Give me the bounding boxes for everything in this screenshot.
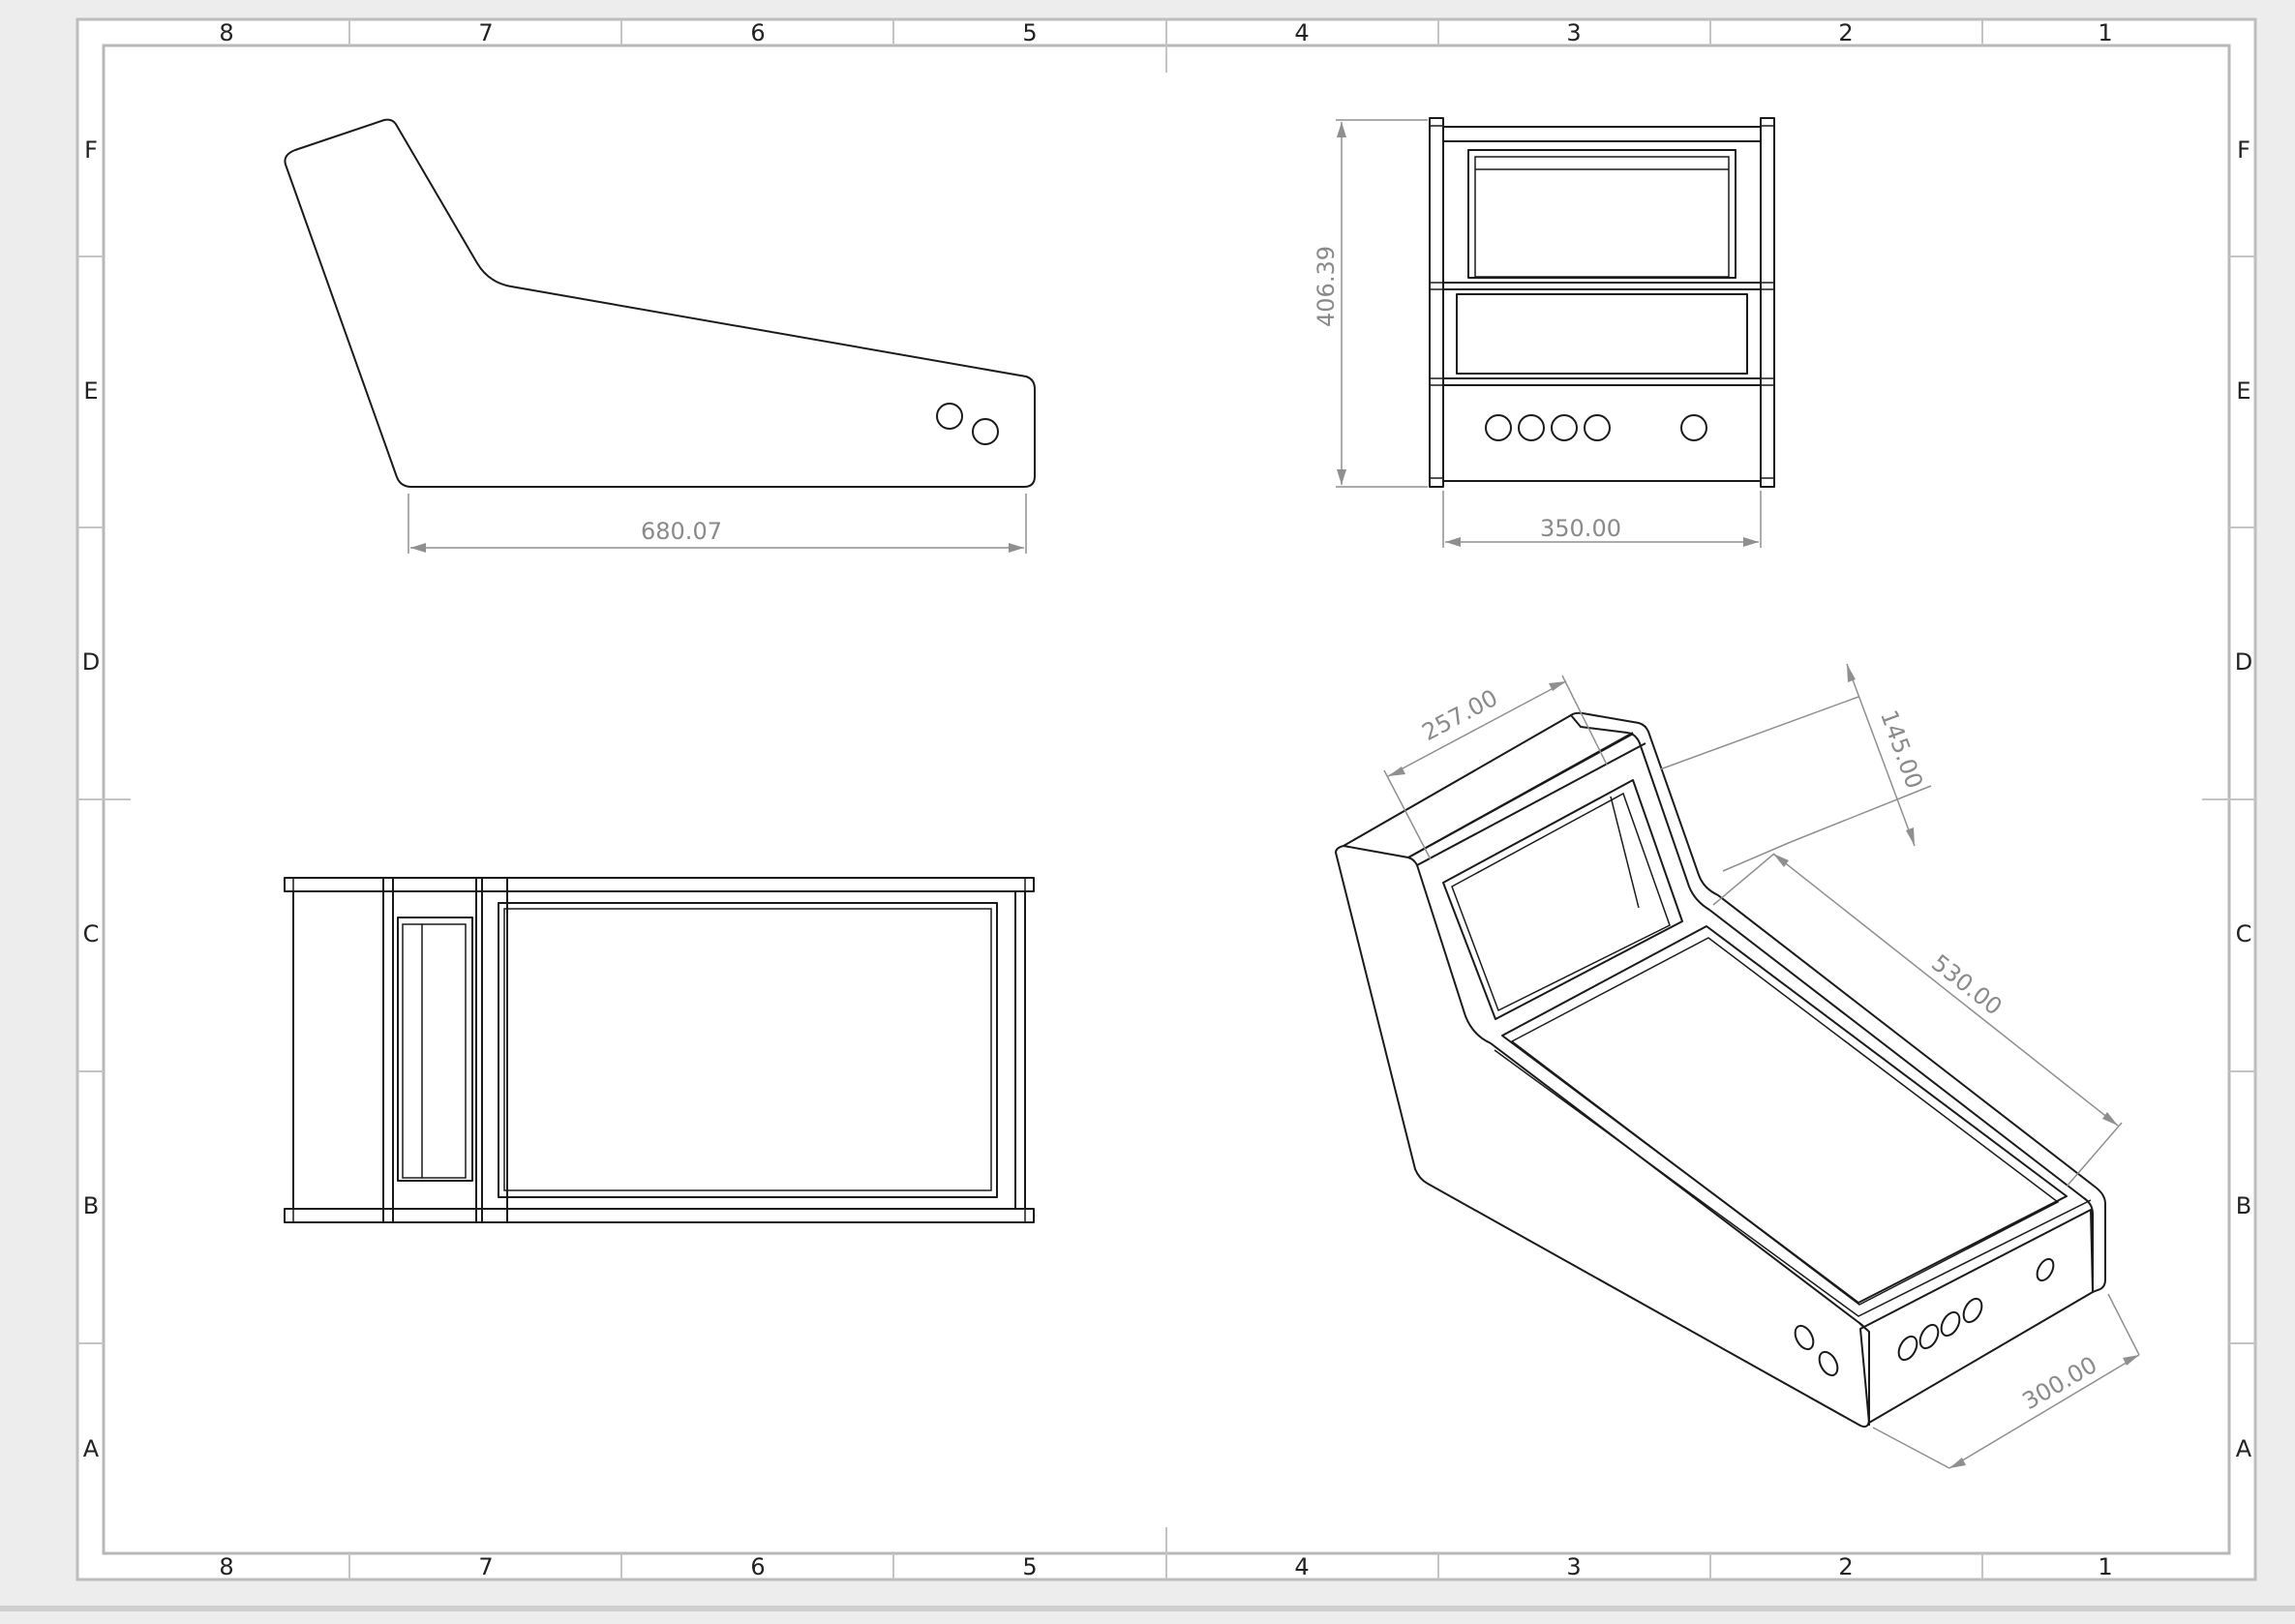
top-view [284,877,1035,1223]
iso-top-cap [1570,711,2106,1293]
side-hole-2 [972,418,999,445]
front-width-label: 350.00 [1540,515,1621,542]
top-rail-back [284,877,1035,892]
top-playfield [498,902,998,1198]
col-top-4: 4 [1294,19,1309,46]
iso-side-hole-2 [1818,1350,1839,1377]
iso-front-button-2 [1918,1323,1940,1350]
col-top-7: 7 [478,19,493,46]
row-left-B: B [83,1192,99,1219]
row-right-E: E [2236,377,2250,405]
col-bottom-8: 8 [219,1553,233,1580]
iso-front-button-4 [1962,1297,1983,1324]
row-left-C: C [83,920,100,947]
side-length-dimension: 680.07 [408,494,1027,554]
iso-top-surface [1407,732,1634,858]
front-height-label: 406.39 [1313,246,1340,327]
row-right-A: A [2236,1435,2252,1462]
col-bottom-7: 7 [478,1553,493,1580]
iso-screen [1451,792,1671,1012]
row-right-D: D [2235,648,2252,676]
row-right-F: F [2237,136,2250,164]
iso-front-button-3 [1940,1310,1961,1338]
iso-front-cap [1858,1322,1870,1426]
zone-ticks [77,19,2255,1579]
side-panel-outline [284,118,1036,488]
col-top-8: 8 [219,19,233,46]
iso-screen-frame [1442,779,1683,1020]
side-length-label: 680.07 [641,518,722,545]
row-left-F: F [84,136,98,164]
front-post-left [1429,117,1444,488]
front-button-1 [1485,414,1512,441]
side-view: 680.07 [284,118,1036,554]
column-labels-top: 8 7 6 5 4 3 2 1 [219,19,2112,46]
col-top-3: 3 [1566,19,1581,46]
row-right-C: C [2236,920,2252,947]
top-screen-inner [402,923,467,1179]
col-bottom-4: 4 [1294,1553,1309,1580]
row-right-B: B [2236,1192,2251,1219]
col-bottom-1: 1 [2098,1553,2112,1580]
front-height-dimension: 406.39 [1313,119,1428,488]
col-top-1: 1 [2098,19,2112,46]
row-labels-left: F E D C B A [82,136,100,1462]
iso-playfield [1510,937,2060,1306]
front-screen-bezel [1467,149,1736,279]
front-view: 406.39 350.00 [1313,117,1775,548]
row-labels-right: F E D C B A [2235,136,2252,1462]
front-screen [1474,156,1730,278]
col-top-5: 5 [1022,19,1037,46]
column-labels-bottom: 8 7 6 5 4 3 2 1 [219,1553,2112,1580]
row-left-A: A [83,1435,100,1462]
iso-front-button-5 [2036,1257,2055,1282]
col-top-6: 6 [750,19,765,46]
col-bottom-3: 3 [1566,1553,1581,1580]
col-bottom-2: 2 [1838,1553,1853,1580]
top-screen-frame [397,917,473,1182]
iso-front-button-1 [1897,1335,1918,1362]
front-post-right [1760,117,1775,488]
col-top-2: 2 [1838,19,1853,46]
front-playfield [1456,293,1748,375]
front-button-2 [1518,414,1545,441]
iso-front-panel [1859,1209,2094,1424]
front-button-3 [1551,414,1578,441]
iso-side-hole-1 [1794,1324,1815,1351]
top-rail-front [284,1208,1035,1223]
col-bottom-5: 5 [1022,1553,1037,1580]
col-bottom-6: 6 [750,1553,765,1580]
side-hole-1 [936,403,963,430]
front-button-4 [1584,414,1611,441]
front-width-dimension: 350.00 [1442,491,1762,548]
row-left-E: E [83,377,98,405]
top-playfield-inner [503,908,992,1191]
front-button-5 [1680,414,1707,441]
row-left-D: D [82,648,100,676]
